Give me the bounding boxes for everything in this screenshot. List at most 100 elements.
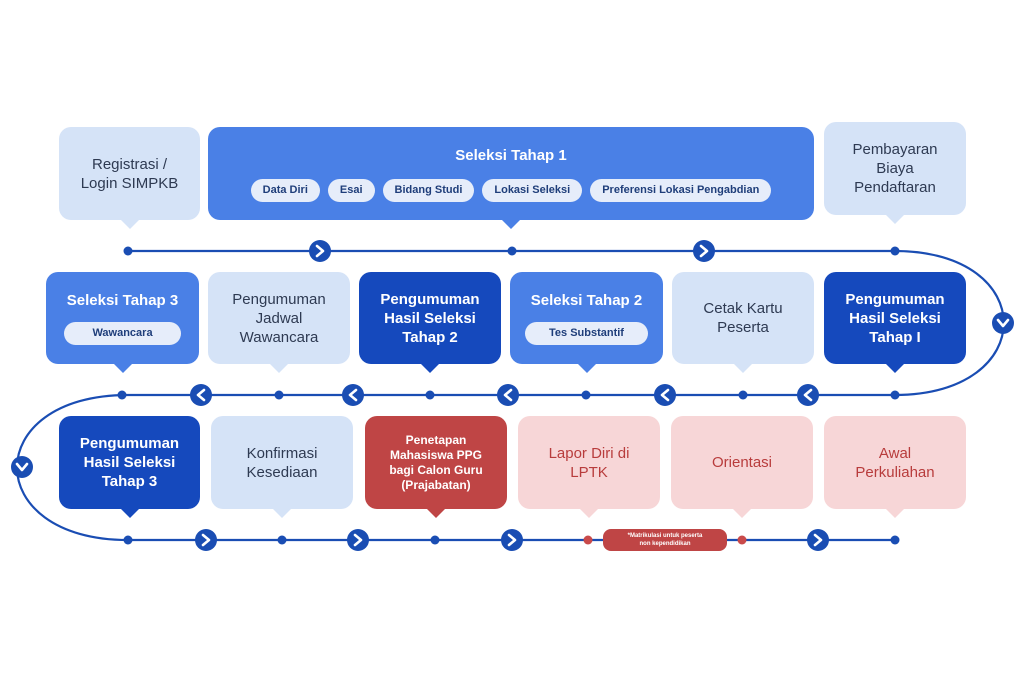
flow-dot xyxy=(737,535,747,545)
flow-dot xyxy=(123,246,133,256)
arrow-chevron xyxy=(699,244,709,258)
chevron-down-icon xyxy=(11,456,33,478)
hasil-seleksi-3-line3: Tahap 3 xyxy=(101,473,158,490)
registrasi-line2: Login SIMPKB xyxy=(80,174,179,192)
flow-dot xyxy=(123,535,133,545)
hasil-seleksi-2-line2: Hasil Seleksi xyxy=(384,309,476,327)
tag-data-diri: Data Diri xyxy=(250,178,320,202)
pembayaran-line2: Biaya xyxy=(876,160,914,177)
tag-esai: Esai xyxy=(327,178,375,202)
penetapan-line3: bagi Calon Guru xyxy=(389,462,483,477)
arrow-marker xyxy=(190,384,212,406)
card-pointer xyxy=(734,364,752,373)
hasil-seleksi-3-card: Pengumuman Hasil Seleksi Tahap 3 xyxy=(59,416,200,518)
arrow-marker xyxy=(11,456,33,478)
card-pointer xyxy=(113,364,132,373)
arrow-marker xyxy=(497,384,519,406)
arrow-chevron xyxy=(503,388,513,402)
chevron-left-icon xyxy=(497,384,519,406)
cetak-kartu-card: Cetak Kartu Peserta xyxy=(672,272,814,373)
penetapan-line4: (Prajabatan) xyxy=(401,477,471,492)
konfirmasi-card: Konfirmasi Kesediaan xyxy=(211,416,353,518)
arrow-chevron xyxy=(353,533,363,547)
chevron-right-icon xyxy=(347,529,369,551)
lapor-diri-card: Lapor Diri di LPTK xyxy=(518,416,660,518)
tag-lokasi-seleksi: Lokasi Seleksi xyxy=(482,178,583,202)
seleksi-tahap-3-card: Seleksi Tahap 3 Wawancara xyxy=(46,272,199,373)
lapor-diri-line1: Lapor Diri di xyxy=(548,444,630,462)
flow-dot xyxy=(425,390,435,400)
hasil-seleksi-3-line2: Hasil Seleksi xyxy=(83,454,176,471)
chevron-left-icon xyxy=(342,384,364,406)
card-pointer xyxy=(577,364,596,373)
arrow-marker xyxy=(195,529,217,551)
flow-dot xyxy=(890,246,900,256)
card-pointer xyxy=(270,364,288,373)
arrow-chevron xyxy=(348,388,358,402)
flow-dot xyxy=(583,535,593,545)
arrow-chevron xyxy=(507,533,517,547)
arrow-marker xyxy=(807,529,829,551)
seleksi-tahap-1-title: Seleksi Tahap 1 xyxy=(455,146,567,164)
hasil-seleksi-1-card: Pengumuman Hasil Seleksi Tahap I xyxy=(824,272,966,373)
card-pointer xyxy=(273,509,291,518)
hasil-seleksi-2-card: Pengumuman Hasil Seleksi Tahap 2 xyxy=(359,272,501,373)
arrow-chevron xyxy=(813,533,823,547)
flow-dot xyxy=(581,390,591,400)
pembayaran-card: Pembayaran Biaya Pendaftaran xyxy=(824,122,966,224)
card-pointer xyxy=(886,509,904,518)
tag-tes-substantif: Tes Substantif xyxy=(525,322,648,345)
arrow-chevron xyxy=(196,388,206,402)
penetapan-line2: Mahasiswa PPG xyxy=(389,447,483,462)
card-pointer xyxy=(120,220,139,229)
hasil-seleksi-1-line3: Tahap I xyxy=(869,328,921,346)
matrikulasi-note-line1: *Matrikulasi untuk peserta xyxy=(627,533,703,539)
arrow-marker xyxy=(693,240,715,262)
pengumuman-jadwal-line1: Pengumuman xyxy=(232,290,326,308)
arrow-marker xyxy=(342,384,364,406)
orientasi-line1: Orientasi xyxy=(711,454,773,471)
hasil-seleksi-3-line1: Pengumuman xyxy=(79,435,180,452)
card-pointer xyxy=(580,509,598,518)
lapor-diri-line2: LPTK xyxy=(570,463,608,481)
card-pointer xyxy=(733,509,751,518)
flow-dot xyxy=(507,246,517,256)
card-pointer xyxy=(427,509,445,518)
card-pointer xyxy=(421,364,439,373)
awal-perkuliahan-card: Awal Perkuliahan xyxy=(824,416,966,518)
registrasi-line1: Registrasi / xyxy=(91,155,168,173)
arrow-chevron xyxy=(996,318,1010,328)
arrow-marker xyxy=(992,312,1014,334)
matrikulasi-note: *Matrikulasi untuk peserta non kependidi… xyxy=(603,529,727,551)
chevron-right-icon xyxy=(693,240,715,262)
seleksi-tahap-2-card: Seleksi Tahap 2 Tes Substantif xyxy=(510,272,663,373)
chevron-right-icon xyxy=(195,529,217,551)
konfirmasi-line1: Konfirmasi xyxy=(246,444,318,462)
chevron-left-icon xyxy=(190,384,212,406)
penetapan-line1: Penetapan xyxy=(405,432,467,447)
pengumuman-jadwal-card: Pengumuman Jadwal Wawancara xyxy=(208,272,350,373)
chevron-left-icon xyxy=(797,384,819,406)
arrow-chevron xyxy=(201,533,211,547)
matrikulasi-note-line2: non kependidikan xyxy=(639,541,691,547)
tag-bidang-studi: Bidang Studi xyxy=(382,178,475,202)
tag-wawancara: Wawancara xyxy=(64,322,181,345)
pengumuman-jadwal-line2: Jadwal xyxy=(255,309,303,327)
card-pointer xyxy=(886,215,904,224)
arrow-chevron xyxy=(660,388,670,402)
chevron-right-icon xyxy=(309,240,331,262)
card-pointer xyxy=(886,364,904,373)
arrow-chevron xyxy=(315,244,325,258)
arrow-marker xyxy=(309,240,331,262)
pembayaran-line3: Pendaftaran xyxy=(854,179,936,196)
card-pointer xyxy=(502,220,520,229)
arrow-marker xyxy=(654,384,676,406)
registrasi-card: Registrasi / Login SIMPKB xyxy=(59,127,200,229)
chevron-down-icon xyxy=(992,312,1014,334)
cetak-kartu-line2: Peserta xyxy=(717,319,769,336)
chevron-right-icon xyxy=(807,529,829,551)
arrow-chevron xyxy=(803,388,813,402)
pengumuman-jadwal-line3: Wawancara xyxy=(239,328,319,346)
hasil-seleksi-1-line2: Hasil Seleksi xyxy=(849,309,941,327)
